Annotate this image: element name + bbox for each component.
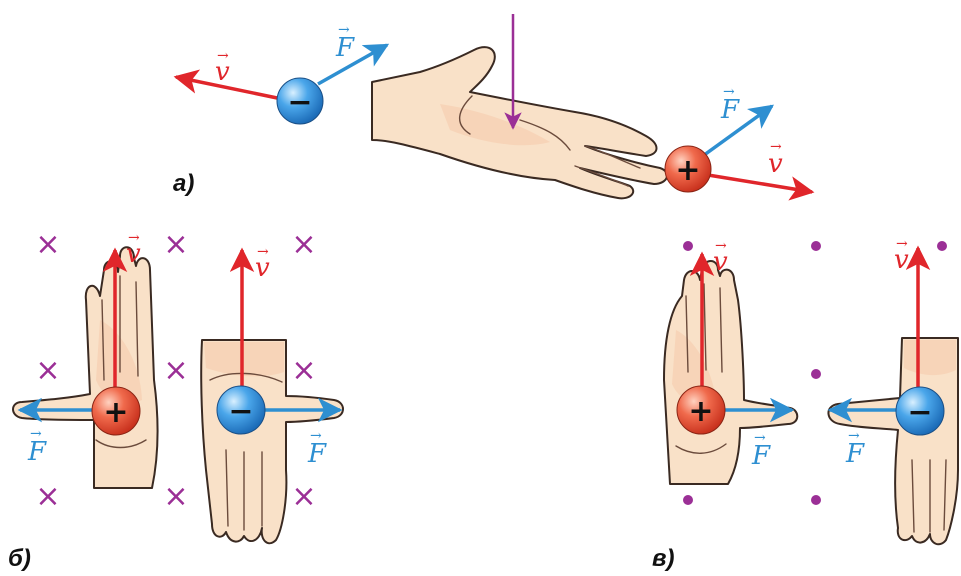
dot-mark [937,241,947,251]
vector-mark: → [754,430,766,446]
charge-sign: − [228,394,253,429]
cross-mark: × [291,353,316,388]
vector-mark: → [338,22,350,38]
panel-label: а) [173,170,194,197]
cross-mark: × [291,227,316,262]
panel-label: в) [652,545,675,572]
dot-mark [683,495,693,505]
panel-label: б) [8,545,31,572]
velocity-arrow [708,175,812,192]
vector-mark: → [310,428,322,444]
charge-sign: − [287,85,312,120]
cross-mark: × [163,353,188,388]
cross-mark: × [35,227,60,262]
dot-mark [811,495,821,505]
panel-b: × × × × × × × × × + v → F → [8,227,343,572]
vector-mark: → [723,84,735,100]
charge-sign: − [907,395,932,430]
charge-sign: + [675,153,700,188]
cross-mark: × [163,227,188,262]
cross-mark: × [163,479,188,514]
left-hand [664,261,797,484]
charge-sign: + [103,395,128,430]
vector-mark: → [715,238,727,254]
panel-v: + v → F → − v → F → в) [652,236,958,572]
charge-sign: + [688,394,713,429]
cross-mark: × [291,479,316,514]
cross-mark: × [35,479,60,514]
dot-mark [683,241,693,251]
vector-mark: → [30,426,42,442]
vector-mark: → [257,244,269,260]
panel-a: − v → F → + F → v → а) [173,14,812,198]
left-hand-horizontal [372,47,667,198]
cross-mark: × [35,353,60,388]
vector-mark: → [896,236,908,252]
dot-mark [811,241,821,251]
vector-mark: → [217,48,229,64]
vector-mark: → [848,428,860,444]
dot-mark [811,369,821,379]
vector-mark: → [128,230,140,246]
vector-mark: → [770,139,782,155]
